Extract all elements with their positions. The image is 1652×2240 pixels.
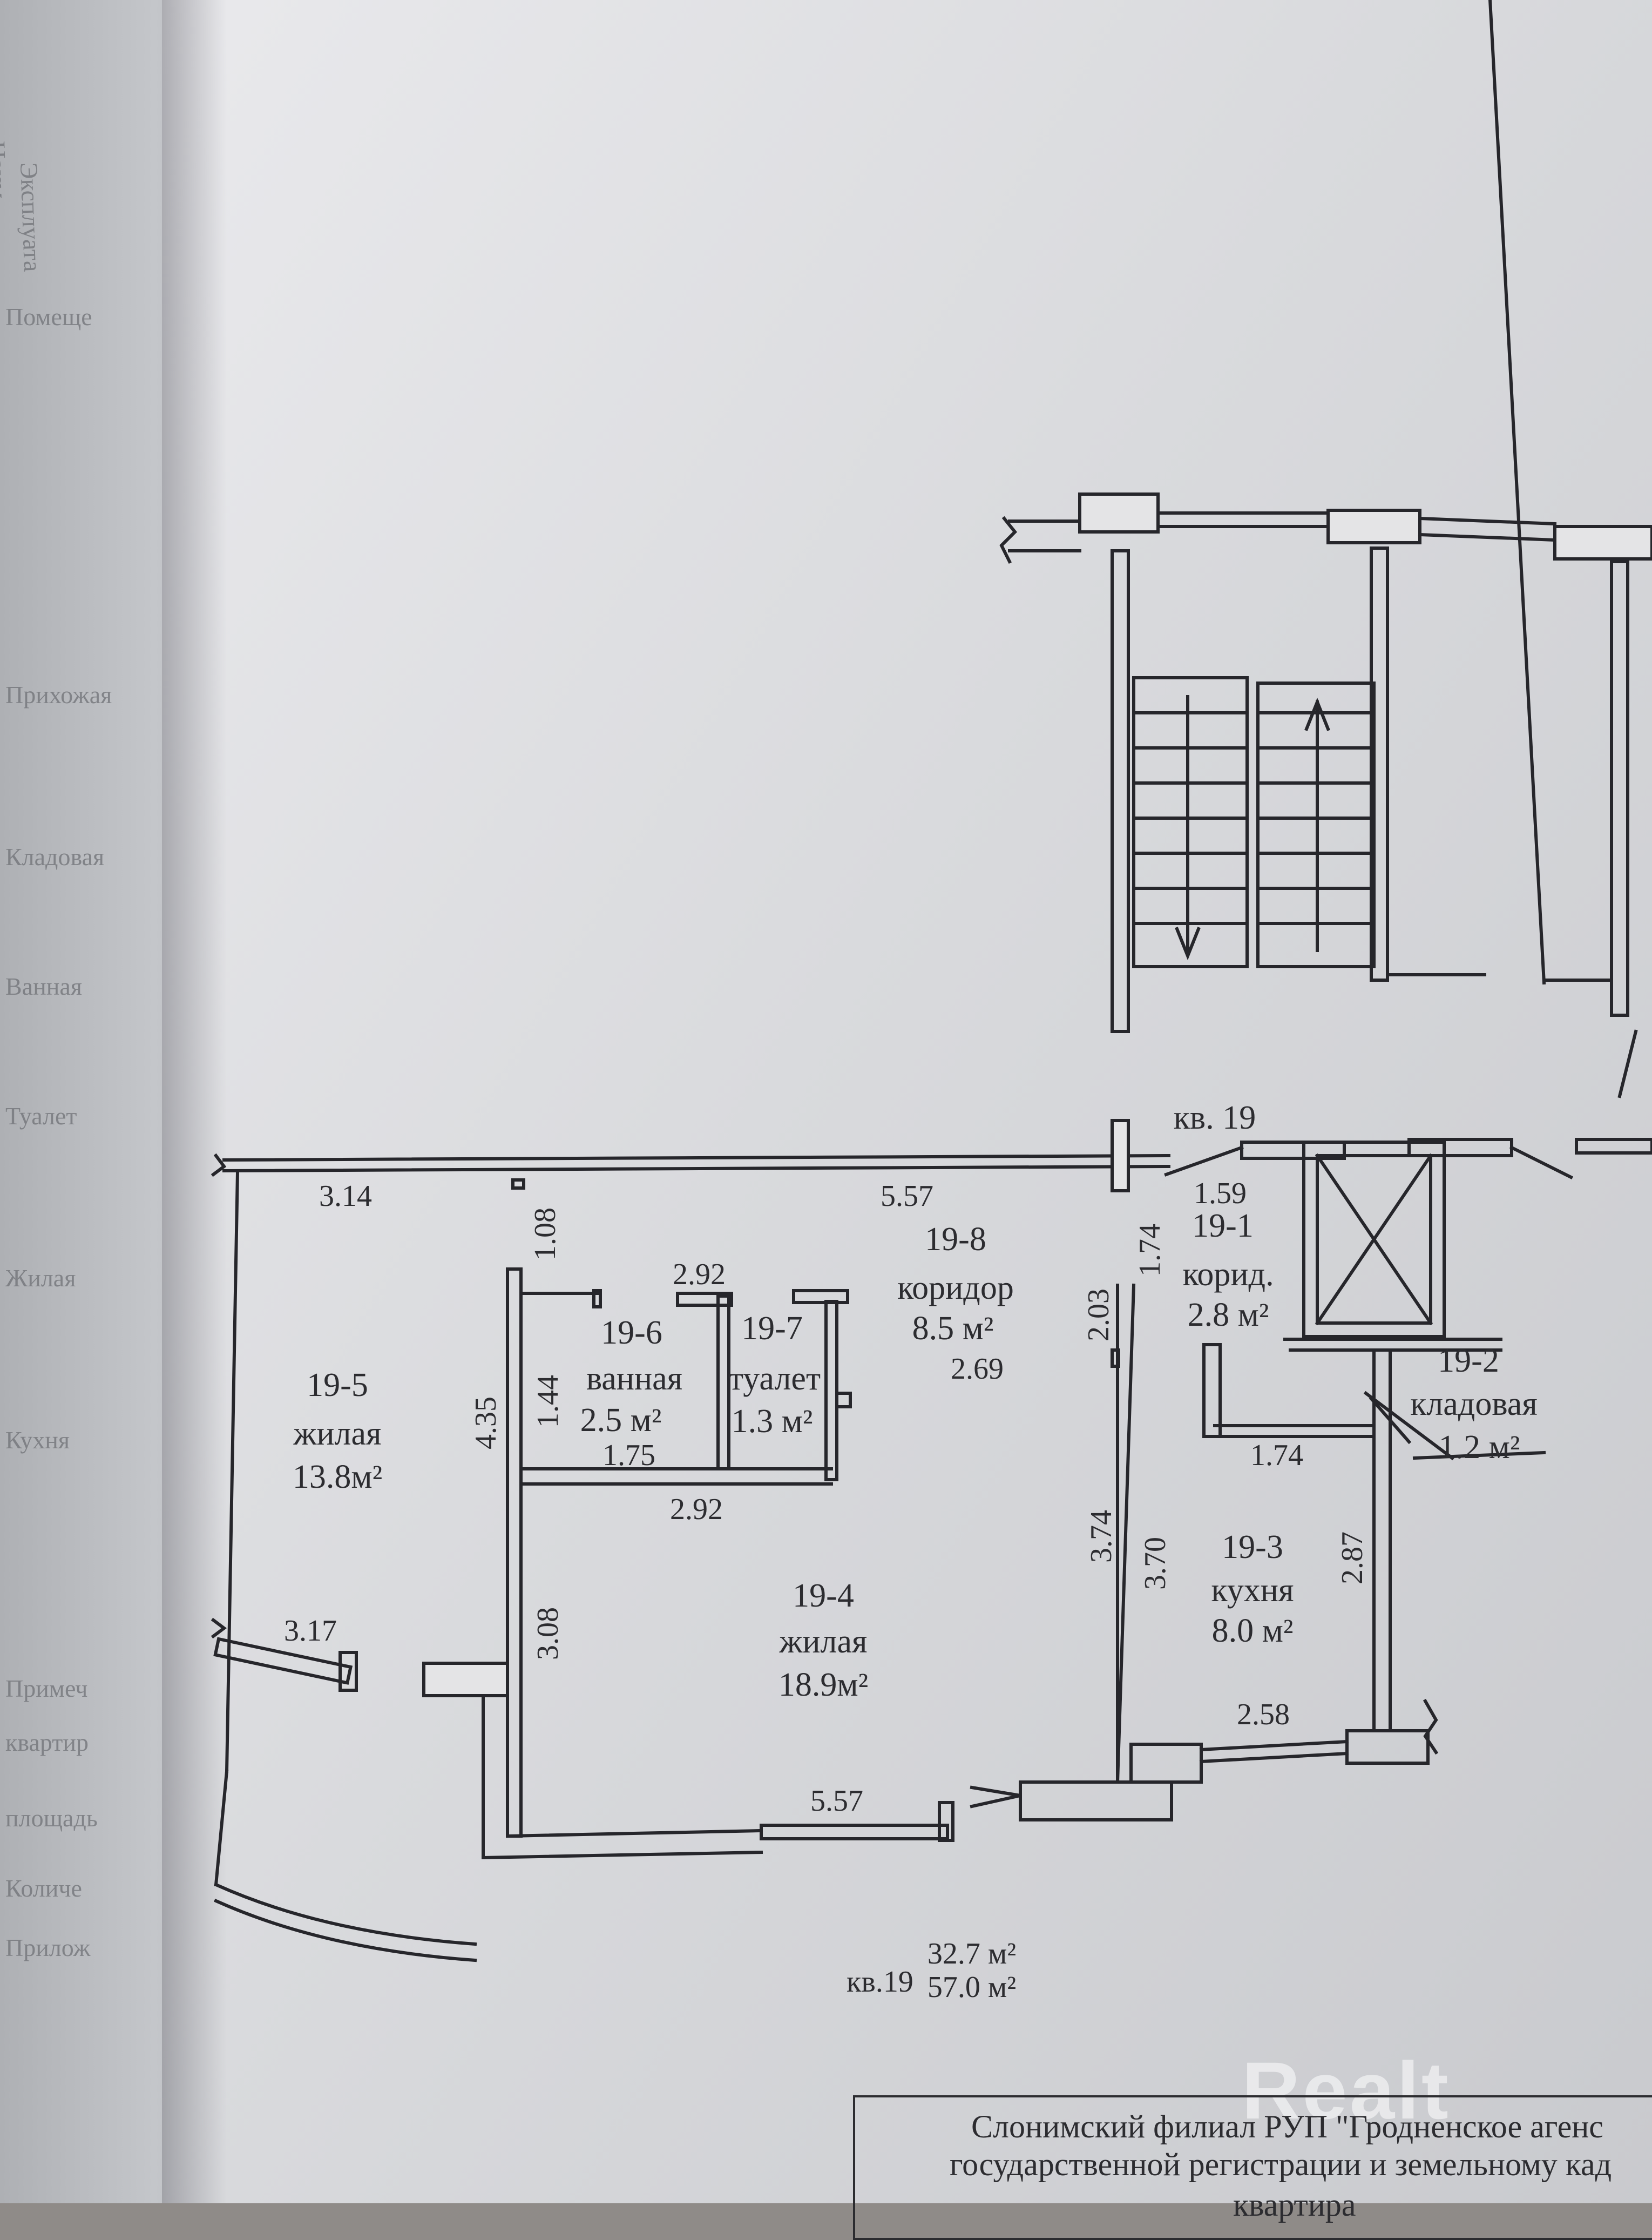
left-fragment: Кухня — [5, 1426, 70, 1454]
dim-2-69: 2.69 — [951, 1352, 1004, 1386]
dim-1-74-horiz: 1.74 — [1250, 1439, 1303, 1472]
left-fragment: квартир — [5, 1729, 89, 1756]
footer-line-1: Слонимский филиал РУП "Гродненское агенс — [971, 2109, 1603, 2144]
footer-line-3: квартира — [1233, 2187, 1356, 2223]
room-19-6-area: 2.5 м² — [580, 1402, 662, 1439]
left-fragment: Жилая — [5, 1264, 76, 1292]
dim-1-59: 1.59 — [1194, 1177, 1247, 1210]
left-fragment: Ванная — [5, 973, 82, 1000]
room-19-8-id: 19-8 — [925, 1221, 986, 1258]
dim-5-57-bottom: 5.57 — [810, 1784, 863, 1818]
summary-label: кв.19 — [847, 1965, 913, 1999]
apartment-marker: кв. 19 — [1173, 1099, 1256, 1136]
dim-4-35: 4.35 — [469, 1396, 503, 1449]
dim-2-92-bottom: 2.92 — [670, 1493, 723, 1526]
stairwell — [999, 0, 1652, 1155]
summary-total-area: 57.0 м² — [927, 1971, 1017, 2004]
dim-2-03: 2.03 — [1082, 1288, 1115, 1341]
watermark-logo: Realt — [1242, 2045, 1451, 2136]
dim-3-74: 3.74 — [1085, 1510, 1118, 1563]
room-19-5-area: 13.8м² — [292, 1459, 383, 1495]
room-19-4-id: 19-4 — [793, 1577, 854, 1614]
room-19-4-area: 18.9м² — [778, 1666, 869, 1703]
room-19-1-type: корид. — [1182, 1256, 1274, 1293]
room-19-6-id: 19-6 — [601, 1314, 662, 1351]
dim-2-87: 2.87 — [1336, 1531, 1369, 1584]
left-fragment: площадь — [5, 1804, 98, 1832]
room-19-7-type: туалет — [728, 1360, 821, 1397]
room-19-1-area: 2.8 м² — [1187, 1297, 1269, 1333]
footer-line-2: государственной регистрации и земельному… — [950, 2147, 1612, 2182]
dim-1-74-vert: 1.74 — [1133, 1224, 1167, 1277]
dim-1-44: 1.44 — [531, 1375, 565, 1428]
left-fragment: Количе — [5, 1874, 82, 1902]
dim-5-57-top: 5.57 — [881, 1179, 933, 1213]
room-19-3-type: кухня — [1211, 1572, 1294, 1609]
page — [162, 0, 1652, 2203]
dim-3-70: 3.70 — [1139, 1537, 1172, 1590]
left-fragment: Примеч — [5, 1675, 88, 1702]
left-fragment: Кладовая — [5, 843, 105, 871]
dim-1-75: 1.75 — [602, 1439, 655, 1472]
room-19-2-id: 19-2 — [1438, 1342, 1499, 1379]
room-19-5-id: 19-5 — [307, 1367, 368, 1404]
summary-living-area: 32.7 м² — [927, 1937, 1017, 1971]
dim-3-17: 3.17 — [284, 1614, 337, 1648]
dim-1-08: 1.08 — [529, 1207, 562, 1260]
room-19-2-area: 1.2 м² — [1438, 1429, 1520, 1466]
footer-box: Слонимский филиал РУП "Гродненское агенс… — [853, 2095, 1652, 2240]
room-19-2-type: кладовая — [1410, 1386, 1538, 1422]
room-19-1-id: 19-1 — [1192, 1207, 1254, 1244]
room-19-8-area: 8.5 м² — [912, 1310, 994, 1347]
left-fragment: Туалет — [5, 1102, 77, 1130]
interior-walls — [506, 1141, 1546, 1838]
apartment-walls — [211, 1119, 1574, 1962]
room-19-8-type: коридор — [897, 1270, 1014, 1306]
left-fragment: Прилож — [5, 1934, 91, 1961]
dim-2-92-top: 2.92 — [673, 1258, 726, 1291]
page-shadow — [162, 0, 227, 2203]
room-19-4-type: жилая — [779, 1623, 868, 1660]
room-19-6-type: ванная — [586, 1360, 683, 1397]
room-19-7-area: 1.3 м² — [731, 1403, 813, 1440]
room-19-3-area: 8.0 м² — [1211, 1612, 1294, 1649]
dim-2-58: 2.58 — [1237, 1698, 1290, 1731]
left-fragment: Помеще — [5, 303, 92, 330]
room-19-5-type: жилая — [293, 1415, 382, 1452]
dim-3-08: 3.08 — [531, 1607, 565, 1660]
room-19-3-id: 19-3 — [1222, 1529, 1283, 1566]
left-page-text: Наим Эксплуата Помеще Прихожая Кладовая … — [0, 0, 281, 2203]
left-fragment: Прихожая — [5, 681, 112, 709]
room-19-7-id: 19-7 — [741, 1310, 803, 1347]
dim-3-14: 3.14 — [319, 1179, 372, 1213]
